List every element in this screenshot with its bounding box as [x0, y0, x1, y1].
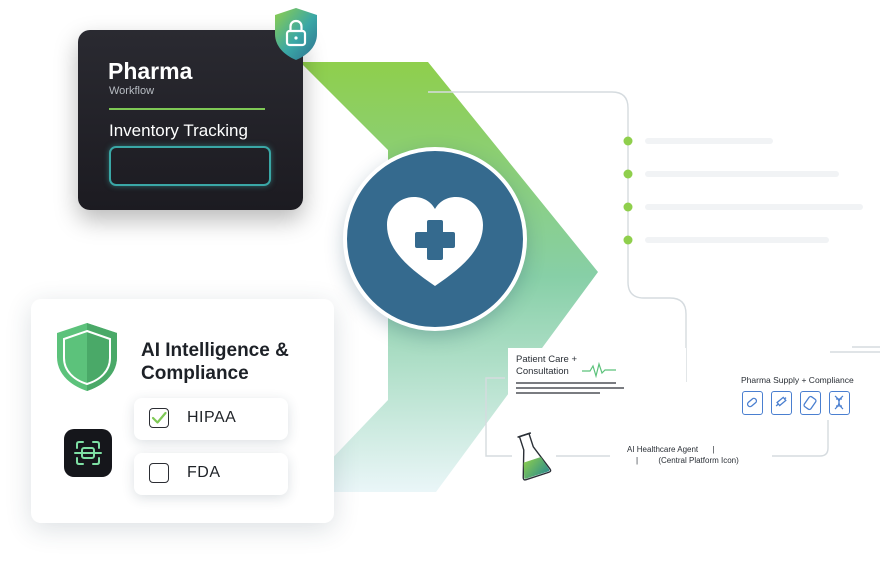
pharma-subtitle: Workflow [109, 85, 155, 97]
separator-bar: | [636, 456, 639, 465]
ai-title-line1: AI Intelligence & [141, 340, 289, 361]
ai-agent-line2-row: | (Central Platform Icon) [611, 455, 771, 466]
pharma-workflow-card: Pharma Workflow Inventory Tracking [78, 30, 303, 210]
bandage-icon-graphic [803, 395, 817, 411]
hipaa-checkbox[interactable] [149, 408, 169, 428]
checkmark-icon [151, 411, 167, 424]
inventory-tracking-label: Inventory Tracking [109, 121, 248, 140]
healthcare-heart-badge [343, 147, 527, 331]
face-scan-icon [74, 441, 102, 465]
dna-icon-graphic [834, 395, 844, 410]
ai-agent-line1: AI Healthcare Agent [627, 445, 699, 454]
ai-title-line2: Compliance [141, 363, 249, 384]
ai-agent-label: AI Healthcare Agent | | (Central Platfor… [611, 442, 771, 468]
syringe-icon-graphic [775, 396, 787, 407]
fda-label: FDA [187, 464, 221, 481]
fda-checkbox[interactable] [149, 463, 169, 483]
ai-agent-line1-row: AI Healthcare Agent | [611, 444, 771, 455]
pharma-title: Pharma [108, 58, 193, 84]
fda-checkbox-row[interactable]: FDA [134, 453, 288, 495]
flask-icon [517, 432, 552, 481]
inventory-tracking-field[interactable] [109, 146, 271, 186]
lock-icon [275, 8, 317, 60]
patient-care-label: Patient Care + Consultation [516, 354, 577, 378]
face-scan-button[interactable] [64, 429, 112, 477]
patient-care-line1: Patient Care + [516, 354, 577, 365]
pill-icon-graphic [746, 397, 758, 408]
ai-compliance-card: AI Intelligence & Compliance HIPAA FDA [31, 299, 334, 523]
patient-care-line2: Consultation [516, 366, 569, 377]
heartbeat-icon [582, 362, 616, 378]
flow-connector-lines [428, 91, 880, 457]
list-dots [623, 136, 863, 245]
patient-care-card: Patient Care + Consultation [508, 348, 686, 400]
dna-icon[interactable] [829, 391, 850, 415]
hipaa-checkbox-row[interactable]: HIPAA [134, 398, 288, 440]
pharma-supply-label: Pharma Supply + Compliance [741, 375, 854, 385]
separator-bar: | [712, 445, 715, 454]
syringe-icon[interactable] [771, 391, 792, 415]
text-lines-decoration [516, 382, 624, 394]
ai-agent-line2: (Central Platform Icon) [658, 456, 739, 465]
ai-card-title: AI Intelligence & Compliance [141, 339, 289, 385]
heart-plus-icon [387, 197, 483, 286]
pharma-divider [109, 108, 265, 110]
bandage-icon[interactable] [800, 391, 821, 415]
hipaa-label: HIPAA [187, 409, 237, 426]
pill-icon[interactable] [742, 391, 763, 415]
shield-icon [57, 323, 117, 391]
